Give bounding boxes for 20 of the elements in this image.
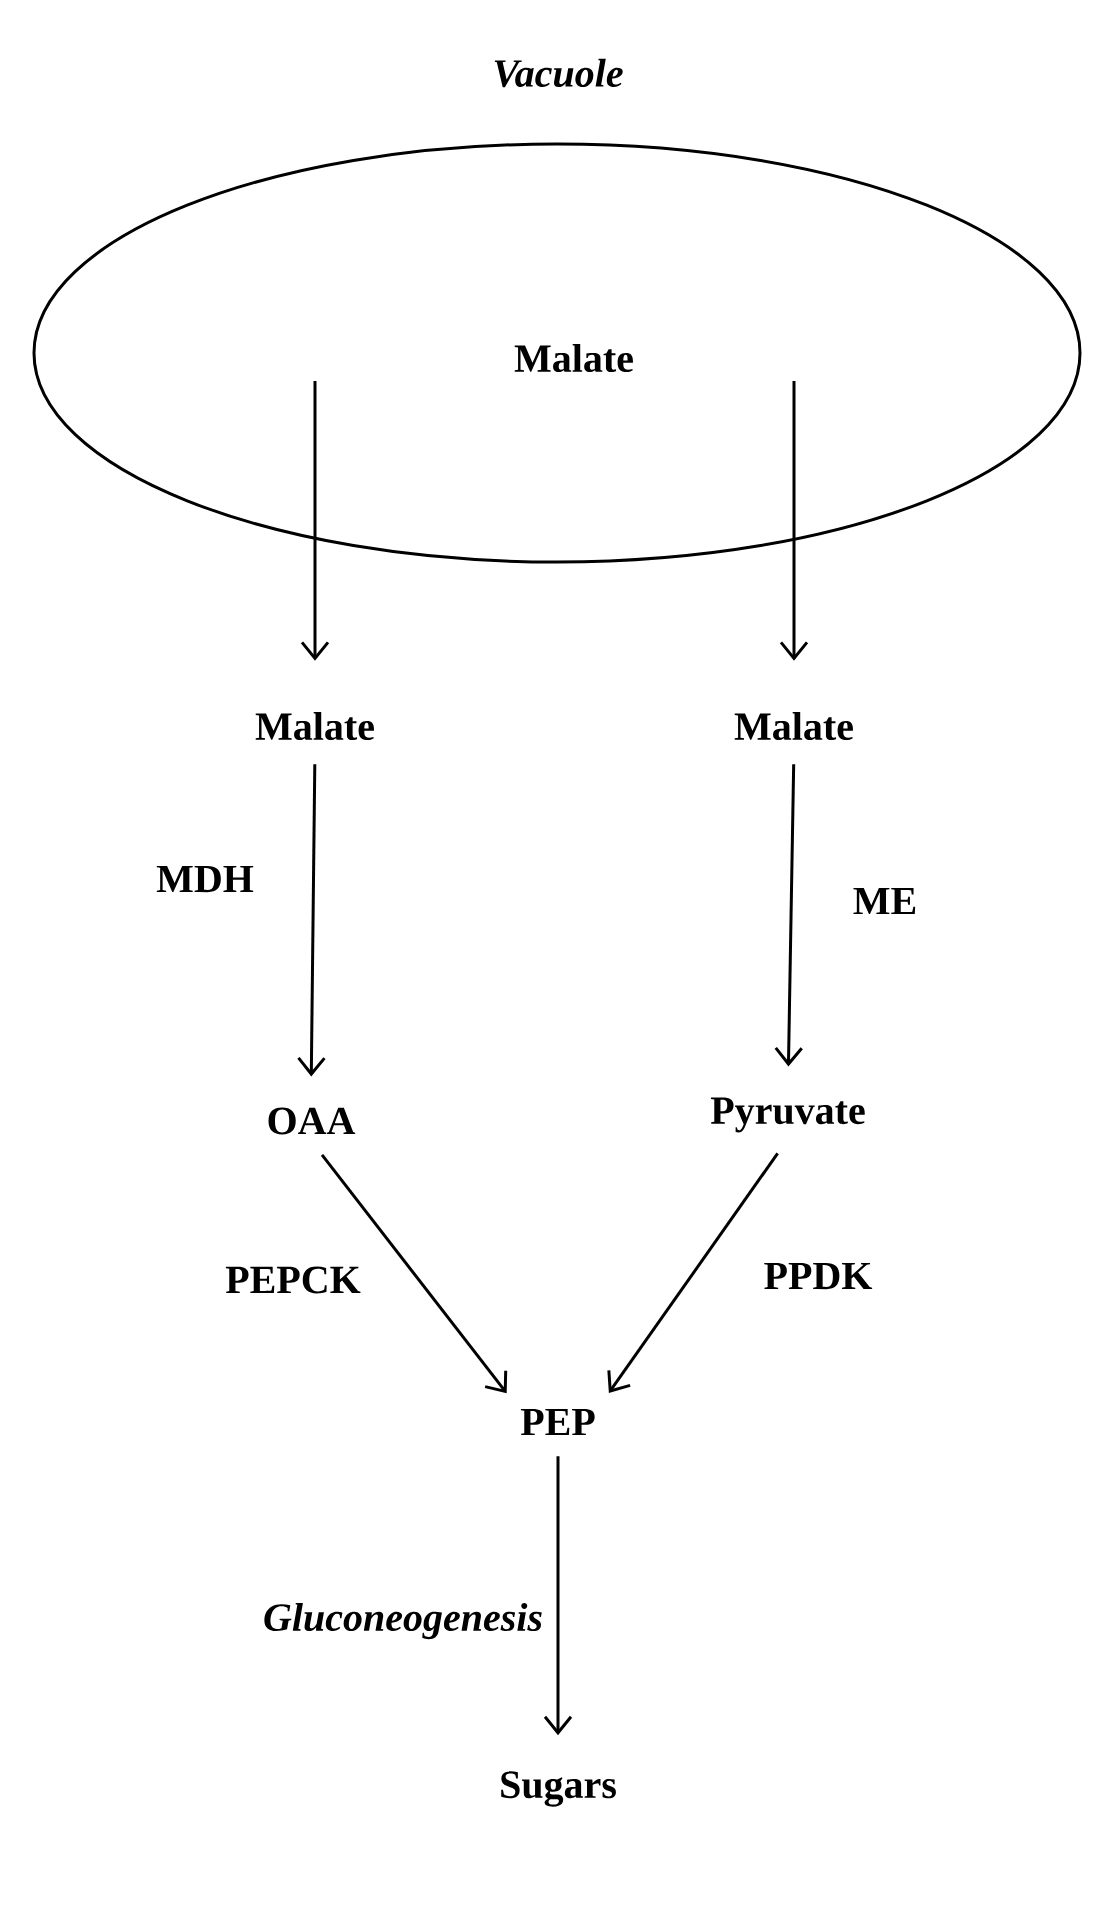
arrow [300, 381, 330, 661]
node-label: PEP [520, 1408, 595, 1436]
arrow [543, 1456, 573, 1736]
node-label: Pyruvate [710, 1097, 865, 1133]
node-label: OAA [268, 1107, 356, 1135]
edge-label: ME [853, 887, 916, 915]
edge-label: MDH [156, 865, 254, 893]
node-label: Malate [734, 711, 853, 741]
edge-label: Gluconeogenesis [264, 1602, 542, 1640]
arrow [320, 1153, 508, 1394]
edge-label: PPDK [764, 1262, 873, 1290]
arrow [297, 764, 326, 1077]
arrow [607, 1152, 779, 1393]
node-label: Sugars [501, 1771, 616, 1807]
edge-label: PEPCK [225, 1266, 361, 1294]
arrow [779, 381, 809, 661]
heading: Vacuole [494, 58, 623, 88]
node-label: Malate [255, 711, 374, 741]
node-label: Malate [514, 343, 633, 373]
arrow [774, 764, 803, 1067]
